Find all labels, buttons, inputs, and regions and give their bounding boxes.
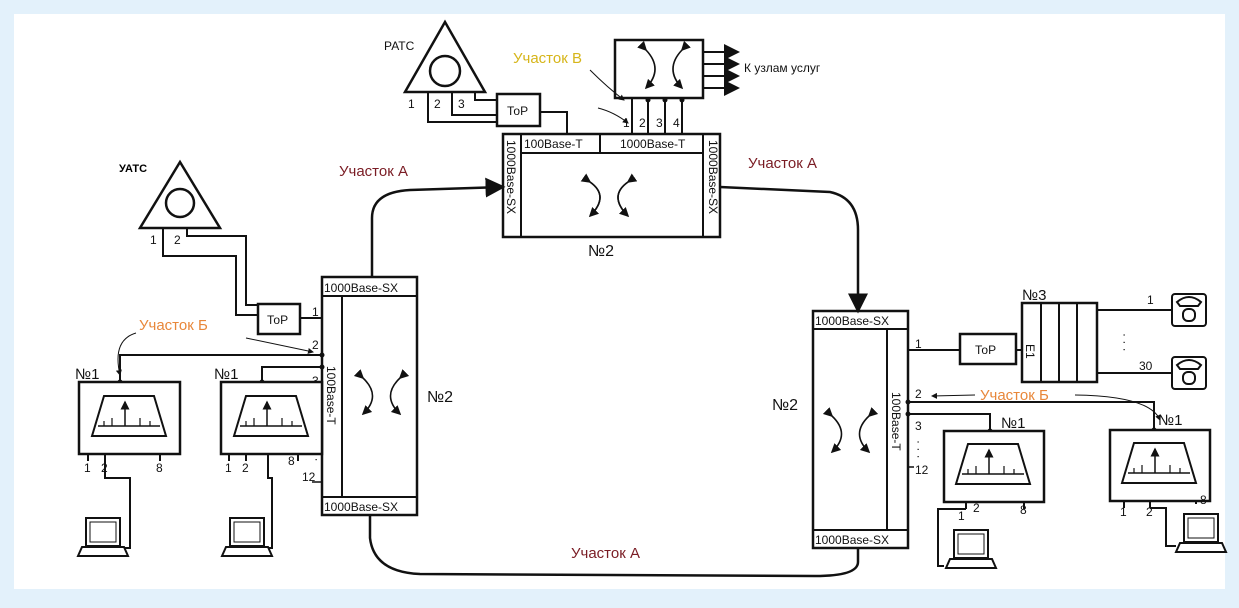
mux-3[interactable]: №3 E1 [1020,287,1099,384]
phone-port-1: 1 [1147,293,1154,307]
svc-port-3: 3 [656,116,663,130]
switch-cross-icon [580,173,638,218]
section-a-right-label: Участок А [748,155,817,172]
uats-label: УАТС [119,163,147,175]
right-switch-number: №2 [772,397,798,414]
right-port-3: 3 [915,419,922,433]
terminal-1d[interactable]: №1 1 2 8 [1108,412,1212,519]
top-box-uats-label: ТоР [267,313,288,327]
section-b-right-label: Участок Б [980,387,1049,404]
phone-port-30: 30 [1139,359,1153,373]
section-a-left-label: Участок А [339,163,408,180]
top-box-rats-label: ТоР [507,104,528,118]
rats-port-3: 3 [458,97,465,111]
top-box-right-label: ТоР [975,343,996,357]
svc-port-1: 1 [623,116,630,130]
terminal-1b[interactable]: №1 1 2 8 [214,366,324,475]
top-switch-sx-right: 1000Base-SX [706,140,720,214]
left-switch-sx-top: 1000Base-SX [324,281,398,295]
left-switch-sx-bottom: 1000Base-SX [324,500,398,514]
terminal-1b-port-2: 2 [242,461,249,475]
right-port-1: 1 [915,337,922,351]
terminal-1a-number: №1 [75,366,99,383]
terminal-1d-port-2: 2 [1146,505,1153,519]
terminal-1a[interactable]: №1 1 2 8 [75,366,182,475]
uats-port-1: 1 [150,233,157,247]
mux-3-number: №3 [1022,287,1046,304]
terminal-1d-port-1: 1 [1120,505,1127,519]
rats-label: РАТС [384,39,415,53]
laptop-icon [76,517,130,557]
top-switch-number: №2 [588,243,614,260]
terminal-1b-port-8: 8 [288,454,295,468]
rats-links [427,92,568,134]
terminal-1b-port-1: 1 [225,461,232,475]
rats-port-2: 2 [434,97,441,111]
uats-port-2: 2 [174,233,181,247]
phone-icon [1171,293,1207,327]
mux-3-e1: E1 [1023,344,1037,359]
rats-port-1: 1 [408,97,415,111]
right-switch-100base: 100Base-T [889,392,903,451]
top-switch-1000base: 1000Base-T [620,137,686,151]
right-switch[interactable]: 1000Base-SX 1000Base-SX 100Base-T №2 1 2… [772,309,929,550]
left-port-12: 12 [302,470,316,484]
right-switch-sx-top: 1000Base-SX [815,314,889,328]
right-switch-sx-bottom: 1000Base-SX [815,533,889,547]
terminal-1c-port-1: 1 [958,509,965,523]
left-port-2: 2 [312,338,319,352]
left-switch[interactable]: 1000Base-SX 1000Base-SX 100Base-T №2 1 2… [302,275,453,517]
right-port-dots: · · · [912,440,926,459]
rats-node[interactable]: РАТС 1 2 3 [384,19,488,111]
ring-links [368,177,868,578]
phone-icon [1171,356,1207,390]
left-terminal-links [119,354,322,382]
left-switch-number: №2 [427,389,453,406]
svc-port-2: 2 [639,116,646,130]
top-switch[interactable]: 1000Base-SX 1000Base-SX 100Base-T 1000Ba… [501,132,722,260]
top-box-rats[interactable]: ТоР [495,92,542,128]
top-switch-100base: 100Base-T [524,137,583,151]
top-switch-sx-left: 1000Base-SX [504,140,518,214]
switch-cross-icon [353,369,410,416]
terminal-1c-port-2: 2 [973,501,980,515]
section-b-left-label: Участок Б [139,317,208,334]
top-box-right[interactable]: ТоР [958,332,1018,366]
laptop-icon [220,517,274,557]
laptop-icon [944,529,998,569]
terminal-1c[interactable]: №1 2 8 1 [942,415,1046,523]
uats-links [162,228,322,319]
terminal-1c-port-8: 8 [1020,503,1027,517]
section-v-label: Участок В [513,50,582,67]
terminal-1a-port-8: 8 [156,461,163,475]
left-port-1: 1 [312,305,319,319]
right-port-12: 12 [915,463,929,477]
top-box-uats[interactable]: ТоР [256,302,302,336]
terminal-1d-port-8: 8 [1200,493,1207,507]
switch-cross-icon [822,407,879,454]
right-terminal-links [908,401,1155,431]
uats-node[interactable]: УАТС 1 2 [119,159,223,247]
svc-port-4: 4 [673,116,680,130]
terminal-1b-number: №1 [214,366,238,383]
section-a-bottom-label: Участок А [571,545,640,562]
laptop-icon [1174,513,1228,553]
right-port-2: 2 [915,387,922,401]
service-cross-icon [637,40,691,90]
terminal-1d-number: №1 [1158,412,1182,429]
terminal-1a-port-1: 1 [84,461,91,475]
left-switch-100base: 100Base-T [324,366,338,425]
service-label: К узлам услуг [744,61,821,75]
terminal-1c-number: №1 [1001,415,1025,432]
phone-port-dots: · · · [1118,333,1132,352]
